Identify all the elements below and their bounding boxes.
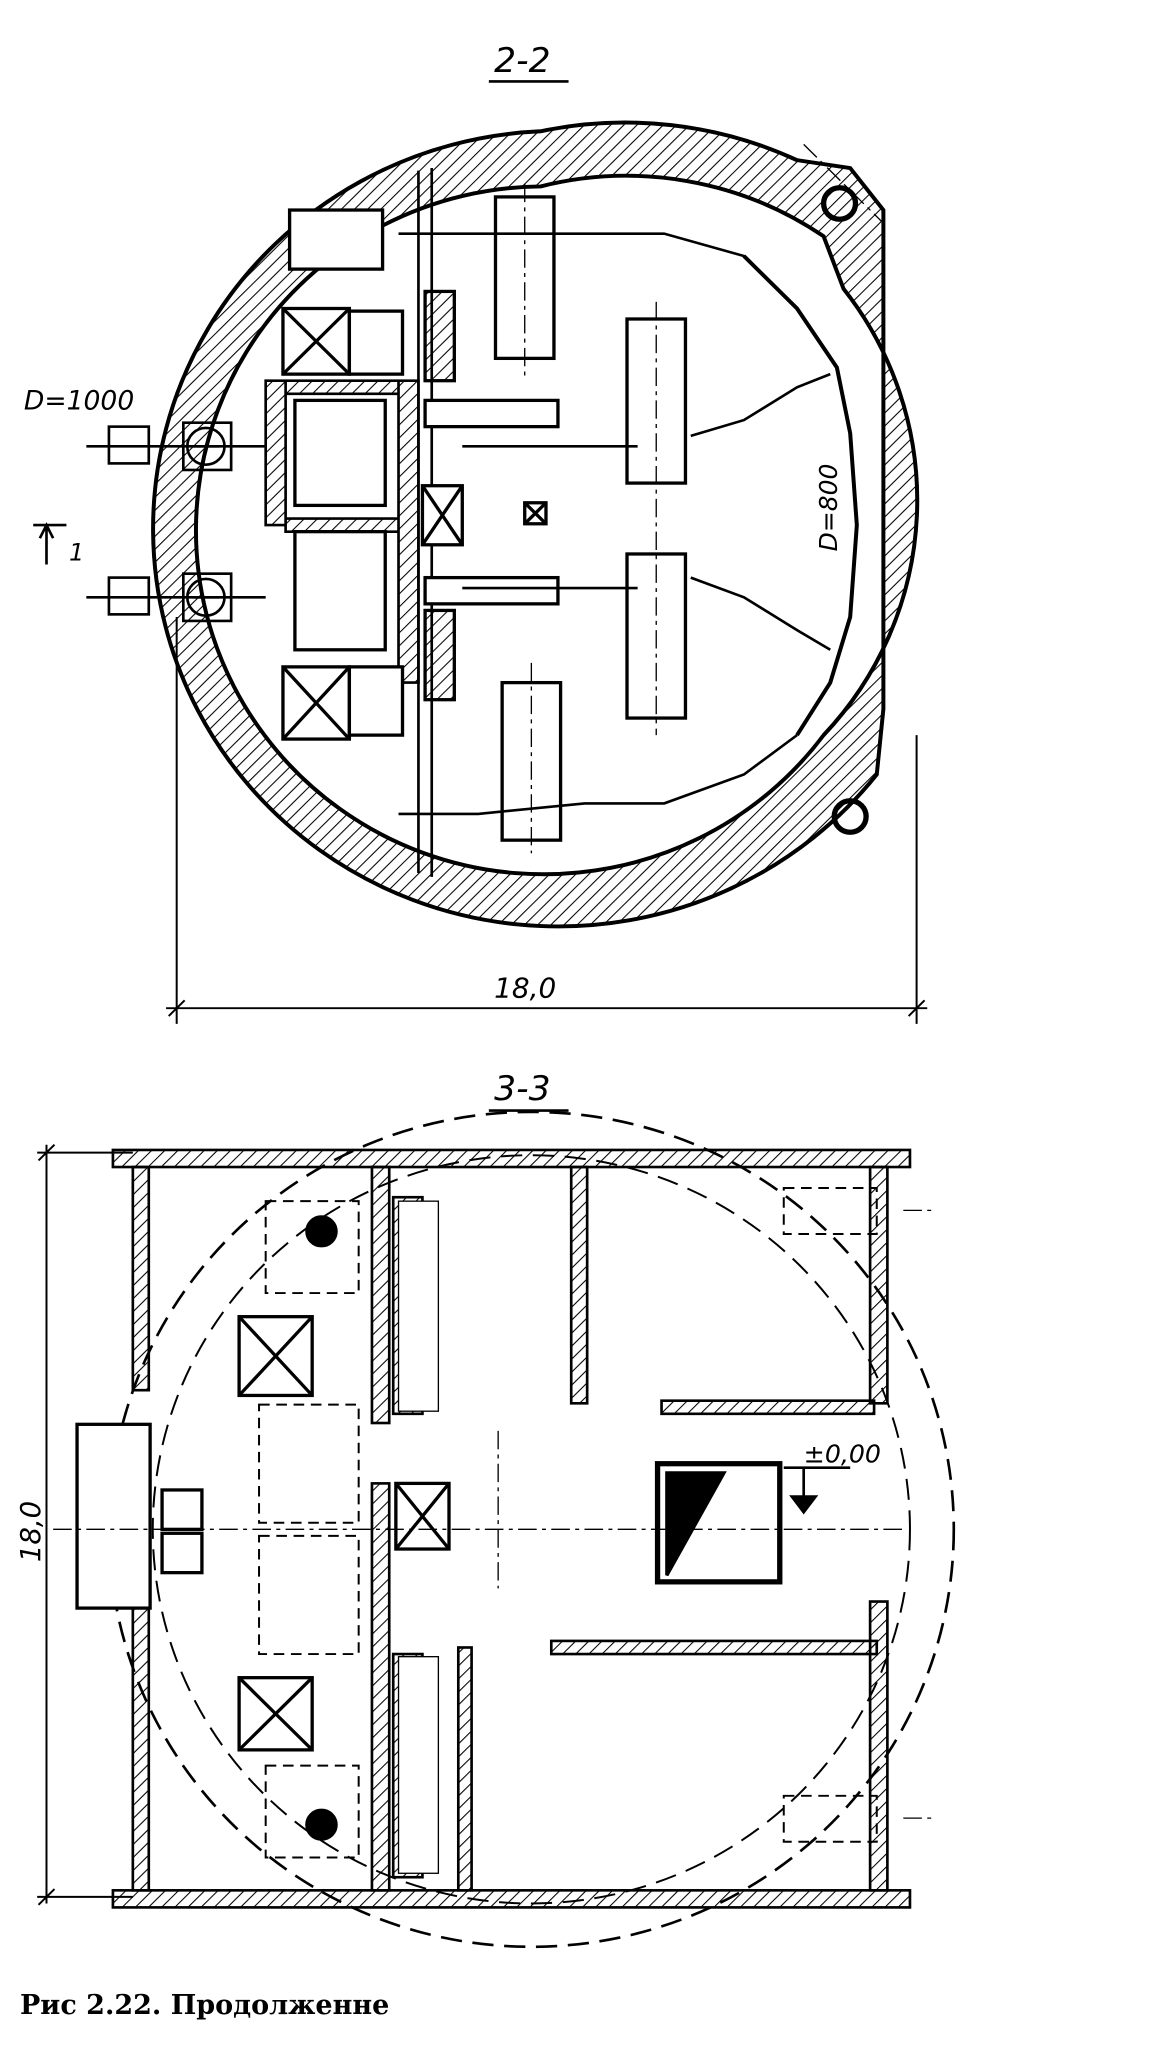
pipelines <box>86 185 869 835</box>
shaft-wall <box>151 120 920 929</box>
width-dimension <box>166 616 928 1024</box>
plan-equipment <box>75 1215 783 1841</box>
pipe-diameter-label-left: D=1000 <box>24 386 134 417</box>
height-dimension <box>37 1144 133 1906</box>
height-dimension-label: 18,0 <box>14 1501 47 1562</box>
equipment-boxes <box>281 195 688 842</box>
width-dimension-label: 18,0 <box>494 972 556 1005</box>
section-mark: 1 <box>33 522 84 567</box>
level-mark-label: ±0,00 <box>804 1440 881 1469</box>
arrow-up-icon <box>38 522 55 565</box>
figure-caption: Рис 2.22. Продолженне <box>20 1990 390 2021</box>
section-title: 3-3 <box>494 1069 550 1109</box>
section-3-3: 3-3 <box>14 1069 956 1949</box>
section-mark-label: 1 <box>69 539 84 567</box>
section-title: 2-2 <box>494 41 550 81</box>
centerlines <box>524 143 884 854</box>
section-2-2: 2-2 <box>24 41 928 1024</box>
pipe-diameter-label-right: D=800 <box>814 464 843 552</box>
stairs <box>397 1200 440 1874</box>
plan-centerlines <box>53 1209 937 1819</box>
level-mark: ±0,00 <box>783 1440 881 1515</box>
plan-dashed-equipment <box>258 1187 878 1859</box>
